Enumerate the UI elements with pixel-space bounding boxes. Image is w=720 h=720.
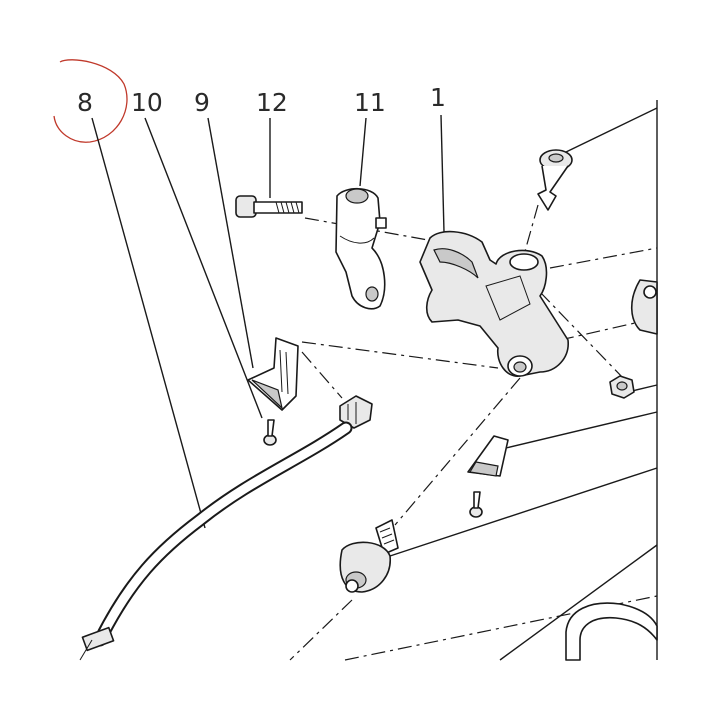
body-1[interactable] <box>419 230 569 377</box>
axis-right-upper <box>549 247 658 269</box>
bolt-top[interactable] <box>537 149 573 211</box>
brake-fitting[interactable] <box>339 519 399 593</box>
nut[interactable] <box>609 375 635 399</box>
bolt-12[interactable] <box>235 195 303 218</box>
lower-curved-part[interactable] <box>565 602 658 661</box>
leader-8 <box>91 117 206 529</box>
leader-bolt-top <box>565 107 658 153</box>
axis-connector <box>301 351 343 399</box>
screw-small[interactable] <box>469 491 483 518</box>
leader-lower <box>499 544 658 661</box>
callout-12[interactable]: 12 <box>256 88 288 117</box>
axis-hose-end <box>289 599 353 661</box>
leader-clip <box>505 411 658 449</box>
bracket-9[interactable] <box>247 337 299 411</box>
axis-top-bolt <box>521 204 539 263</box>
callout-8-highlight-circle[interactable] <box>53 59 128 143</box>
leader-10 <box>144 117 263 419</box>
leader-fitting <box>389 467 658 557</box>
clip-part[interactable] <box>467 435 509 477</box>
leader-11 <box>359 117 367 187</box>
callout-8[interactable]: 8 <box>77 88 93 117</box>
leader-nut <box>631 384 658 392</box>
axis-bracket <box>301 341 499 369</box>
callout-10[interactable]: 10 <box>131 88 163 117</box>
callout-11[interactable]: 11 <box>354 88 386 117</box>
axis-fitting <box>394 377 521 526</box>
axis-right-mid <box>539 291 626 381</box>
screw-10[interactable] <box>263 419 277 446</box>
right-block-part[interactable] <box>630 279 658 335</box>
clamp-11[interactable] <box>335 187 387 310</box>
leader-1 <box>440 114 445 233</box>
callout-9[interactable]: 9 <box>194 88 210 117</box>
callout-1[interactable]: 1 <box>430 83 446 112</box>
hose-8[interactable] <box>93 421 353 647</box>
hose-end-fitting[interactable] <box>79 626 115 661</box>
leader-9 <box>207 117 254 369</box>
hose-8-inner <box>95 423 351 645</box>
hose-connector[interactable] <box>339 395 373 429</box>
